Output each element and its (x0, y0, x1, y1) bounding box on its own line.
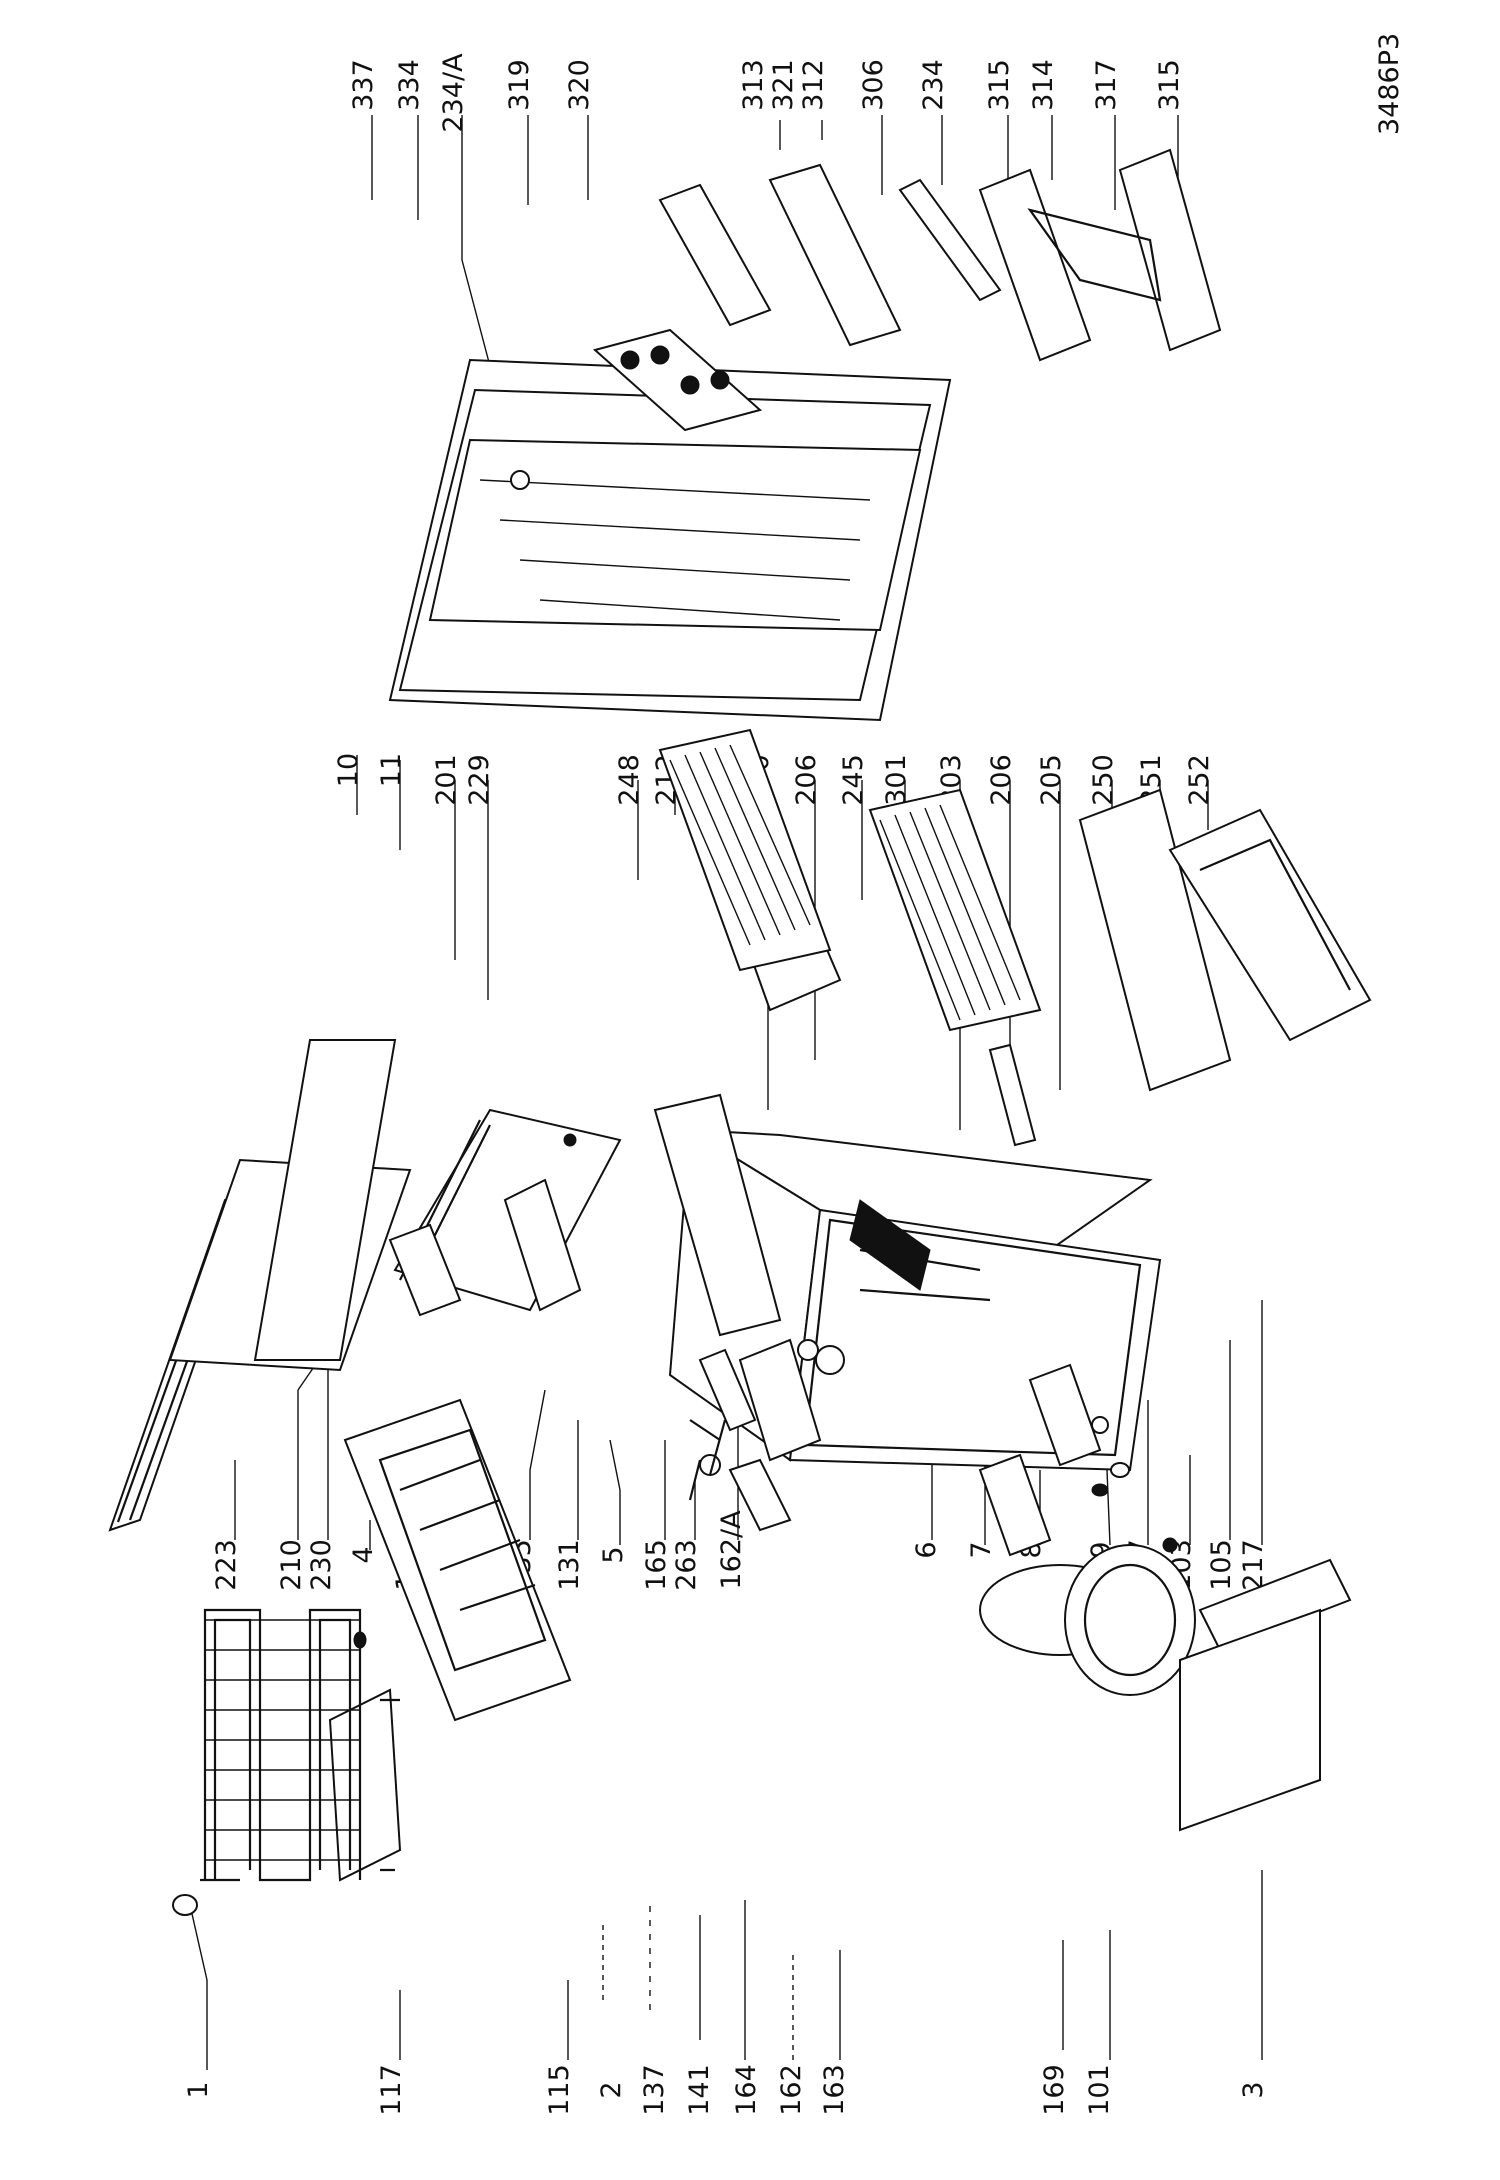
callout-10: 10 (333, 753, 364, 787)
drawing-code: 3486P3 (1374, 33, 1405, 135)
callout-162: 162 (776, 2064, 807, 2116)
callout-301: 301 (881, 754, 912, 806)
callout-234a: 234/A (438, 53, 469, 133)
callout-210: 210 (276, 1539, 307, 1591)
callout-315-b: 315 (1154, 59, 1185, 111)
small-door-parts (388, 470, 582, 1317)
callout-131: 131 (554, 1539, 585, 1591)
door-strip (653, 1093, 782, 1337)
callout-229: 229 (464, 754, 495, 806)
callout-162a: 162/A (716, 1510, 747, 1590)
callout-206-b: 206 (986, 754, 1017, 806)
callout-11: 11 (376, 753, 407, 787)
egg-tray (592, 328, 763, 432)
wire-shelf-lower (868, 788, 1042, 1147)
callout-320: 320 (564, 59, 595, 111)
cable-connector (698, 1348, 757, 1476)
callout-5: 5 (598, 1546, 629, 1563)
callout-317: 317 (1091, 59, 1122, 111)
callout-165: 165 (641, 1539, 672, 1591)
callout-4: 4 (348, 1546, 379, 1563)
wire-shelf-upper (658, 728, 842, 1012)
callout-319: 319 (504, 59, 535, 111)
callout-101: 101 (1084, 2064, 1115, 2116)
callout-337: 337 (348, 59, 379, 111)
callout-169: 169 (1039, 2064, 1070, 2116)
relay-parts (978, 1363, 1109, 1557)
callout-201: 201 (431, 754, 462, 806)
compressor (979, 1537, 1196, 1696)
callout-314: 314 (1028, 59, 1059, 111)
callout-315-a: 315 (984, 59, 1015, 111)
top-lid (108, 1039, 412, 1532)
callout-3: 3 (1238, 2081, 1269, 2098)
callout-306: 306 (858, 59, 889, 111)
callout-313: 313 (738, 59, 769, 111)
callout-250: 250 (1088, 754, 1119, 806)
condenser-coil (172, 1608, 402, 1916)
callout-163: 163 (819, 2064, 850, 2116)
callout-334: 334 (394, 59, 425, 111)
callout-312: 312 (798, 59, 829, 111)
callout-164: 164 (731, 2064, 762, 2116)
callout-234: 234 (918, 59, 949, 111)
callout-206-a: 206 (791, 754, 822, 806)
callout-1: 1 (183, 2081, 214, 2098)
callout-263: 263 (671, 1539, 702, 1591)
callout-230: 230 (306, 1539, 337, 1591)
callout-205: 205 (1036, 754, 1067, 806)
evaporator-plate (343, 1398, 572, 1722)
callout-223: 223 (211, 1539, 242, 1591)
callout-245: 245 (838, 754, 869, 806)
callout-6: 6 (911, 1541, 942, 1558)
callout-217-b: 217 (1238, 1539, 1269, 1591)
door-bins (658, 148, 1222, 362)
door-panels (388, 358, 952, 722)
callout-117: 117 (376, 2064, 407, 2116)
crisper-drawer (1078, 788, 1372, 1092)
callout-2: 2 (596, 2081, 627, 2098)
callout-321: 321 (768, 59, 799, 111)
callout-7: 7 (966, 1541, 997, 1558)
callout-137: 137 (639, 2064, 670, 2116)
callout-252: 252 (1184, 754, 1215, 806)
callout-105: 105 (1206, 1539, 1237, 1591)
callout-115: 115 (544, 2064, 575, 2116)
callout-248: 248 (614, 754, 645, 806)
base-plate (1179, 1558, 1352, 1832)
callout-141: 141 (684, 2064, 715, 2116)
